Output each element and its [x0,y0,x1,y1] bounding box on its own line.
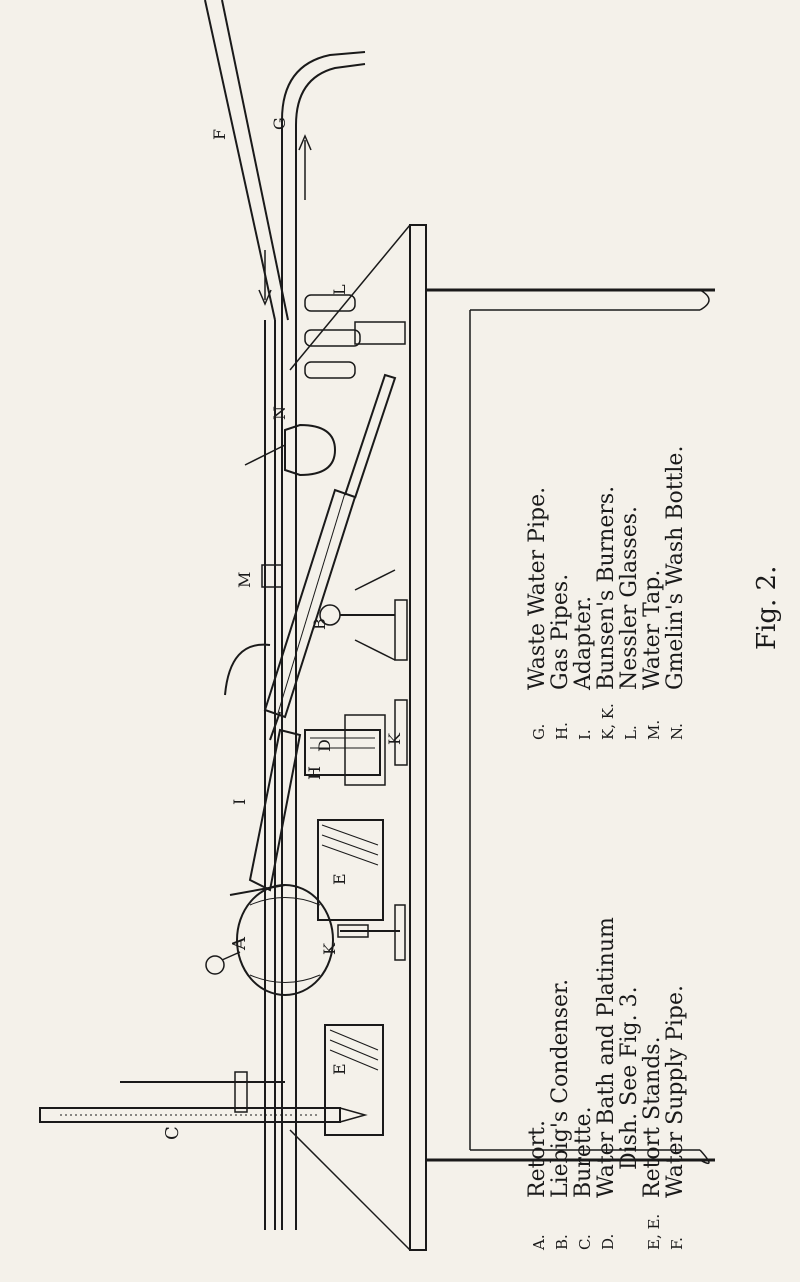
svg-text:G.: G. [530,724,548,740]
legend-item-M: M. Water Tap. [640,570,665,740]
svg-text:E, E.: E, E. [645,1214,663,1250]
svg-text:K, K.: K, K. [599,703,617,740]
label-C: C [162,1126,183,1140]
label-D: D [315,739,334,752]
burette: C [39,1071,368,1140]
retort-stand-middle: E [317,819,384,921]
svg-text:Nessler Glasses.: Nessler Glasses. [617,506,642,690]
bunsen-burner-lower: K [320,904,406,961]
label-G: G [270,117,289,130]
bunsen-burner-upper: K [385,699,408,766]
svg-text:Gas Pipes.: Gas Pipes. [548,574,573,690]
svg-text:H.: H. [553,722,571,740]
condenser-stand [319,569,408,661]
legend-left-column: A. Retort. B. Liebig's Condenser. C. Bur… [525,917,688,1251]
legend-item-F: F. Water Supply Pipe. [663,985,688,1250]
label-N: N [270,406,289,420]
legend-right-column: G. Waste Water Pipe. H. Gas Pipes. I. Ad… [525,446,688,740]
water-supply-pipe: F [204,0,289,321]
legend-item-L: L. Nessler Glasses. [617,506,642,740]
bench [289,224,715,1251]
label-A: A [229,936,250,951]
svg-text:Retort.: Retort. [525,1120,550,1198]
svg-text:L.: L. [622,725,640,740]
legend-item-I: I. Adapter. [571,596,596,740]
adapter: I [230,728,302,892]
nessler-glasses: L [304,284,406,379]
retort-stand-lower: E [324,1024,384,1136]
svg-text:Water Bath and Platinum: Water Bath and Platinum [594,917,619,1198]
legend-item-B: B. Liebig's Condenser. [548,979,573,1250]
label-B: B [310,618,329,630]
waste-water-pipe: G [270,51,366,1230]
svg-text:A.: A. [530,1234,548,1251]
svg-text:Dish. See Fig. 3.: Dish. See Fig. 3. [617,986,642,1170]
svg-text:M.: M. [645,720,663,740]
liebigs-condenser: B [224,373,397,741]
label-E-lower: E [330,1063,349,1075]
label-M: M [235,572,254,588]
legend-item-G: G. Waste Water Pipe. [525,487,550,740]
legend-item-H: H. Gas Pipes. [548,574,573,740]
svg-text:Waste Water Pipe.: Waste Water Pipe. [525,487,550,690]
label-L: L [330,284,349,295]
legend: A. Retort. B. Liebig's Condenser. C. Bur… [525,446,688,1251]
svg-text:Gmelin's Wash Bottle.: Gmelin's Wash Bottle. [663,446,688,690]
svg-text:Water Supply Pipe.: Water Supply Pipe. [663,985,688,1198]
legend-item-C: C. Burette. [571,1106,596,1250]
label-K-lower: K [320,942,339,955]
svg-text:C.: C. [576,1234,594,1250]
legend-item-A: A. Retort. [525,1120,550,1251]
svg-text:N.: N. [668,723,686,740]
label-E-middle: E [330,873,349,885]
legend-item-K: K, K. Bunsen's Burners. [594,486,619,740]
svg-text:Water Tap.: Water Tap. [640,570,665,690]
label-I: I [230,799,249,805]
figure-label: Fig. 2. [752,566,782,650]
svg-text:Adapter.: Adapter. [571,596,596,691]
legend-item-D-continued: Dish. See Fig. 3. [617,986,642,1170]
svg-text:Bunsen's Burners.: Bunsen's Burners. [594,486,619,690]
svg-text:Burette.: Burette. [571,1106,596,1198]
legend-item-D: D. Water Bath and Platinum [594,917,619,1250]
label-F: F [210,129,229,140]
legend-item-E: E, E. Retort Stands. [640,1036,665,1250]
svg-text:I.: I. [576,729,594,740]
svg-text:B.: B. [553,1234,571,1250]
water-tap: M [235,564,283,588]
gas-pipe: H [264,320,324,1230]
water-bath: D [304,714,386,786]
svg-text:F.: F. [668,1237,686,1250]
legend-item-N: N. Gmelin's Wash Bottle. [663,446,688,740]
svg-text:Liebig's Condenser.: Liebig's Condenser. [548,979,573,1198]
label-H: H [305,766,324,780]
retort: A [205,884,334,996]
label-K-upper: K [385,732,404,745]
svg-text:D.: D. [599,1234,617,1250]
gmelins-wash-bottle: N [244,406,337,477]
svg-text:Retort Stands.: Retort Stands. [640,1036,665,1198]
